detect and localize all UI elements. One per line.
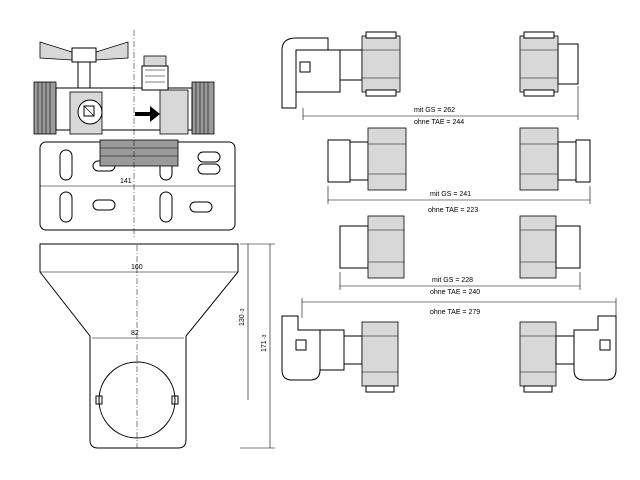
lower-union <box>99 139 179 167</box>
logo-icon-4a <box>295 339 307 351</box>
dim-160: 160 <box>131 264 143 271</box>
dim-130-tol: -3 <box>240 308 246 313</box>
right-thread <box>191 81 215 135</box>
row3-tae: ohne TAE = 240 <box>430 289 480 296</box>
row-4: ohne TAE = 279 <box>281 298 617 393</box>
row2-gs: mit GS = 241 <box>430 191 471 198</box>
row-1: mit GS = 262 ohne TAE = 244 <box>281 31 579 126</box>
logo-icon <box>299 61 311 73</box>
dim-82: 82 <box>131 330 139 337</box>
left-thread <box>33 81 57 135</box>
row-3: mit GS = 228 ohne TAE = 240 <box>339 215 581 296</box>
logo-icon-4b <box>599 339 611 351</box>
row1-tae: ohne TAE = 244 <box>414 119 464 126</box>
elbow-left-4 <box>281 315 321 381</box>
row-2: mit GS = 241 ohne TAE = 223 <box>327 127 591 214</box>
hex-nut-2b <box>519 127 559 191</box>
dim-141: 141 <box>120 178 132 185</box>
row4-tae: ohne TAE = 279 <box>430 309 480 316</box>
row1-gs: mit GS = 262 <box>414 107 455 114</box>
hex-nut-3a <box>367 215 405 279</box>
hex-nut-2a <box>367 127 407 191</box>
row2-tae: ohne TAE = 223 <box>428 207 478 214</box>
elbow-right-4 <box>573 315 617 381</box>
bracket-outline <box>39 243 239 449</box>
hex-nut-4b <box>519 321 557 387</box>
butterfly-handle <box>39 41 73 61</box>
dim-171-tol: -3 <box>262 334 268 339</box>
hex-nut-1b <box>519 35 559 93</box>
dim-130: 130 <box>239 314 246 326</box>
bracket-drawing: 160 82 130 -3 171 -3 <box>39 243 275 449</box>
hex-nut-3b <box>519 215 557 279</box>
hex-nut-1a <box>361 35 401 93</box>
flow-arrow-icon <box>135 106 160 122</box>
valve-assembly: 141 <box>33 30 236 238</box>
hex-nut-4a <box>361 321 399 387</box>
cap-top <box>143 55 167 67</box>
dim-171: 171 <box>261 340 268 352</box>
valve-stem <box>77 61 91 89</box>
row3-gs: mit GS = 228 <box>432 277 473 284</box>
